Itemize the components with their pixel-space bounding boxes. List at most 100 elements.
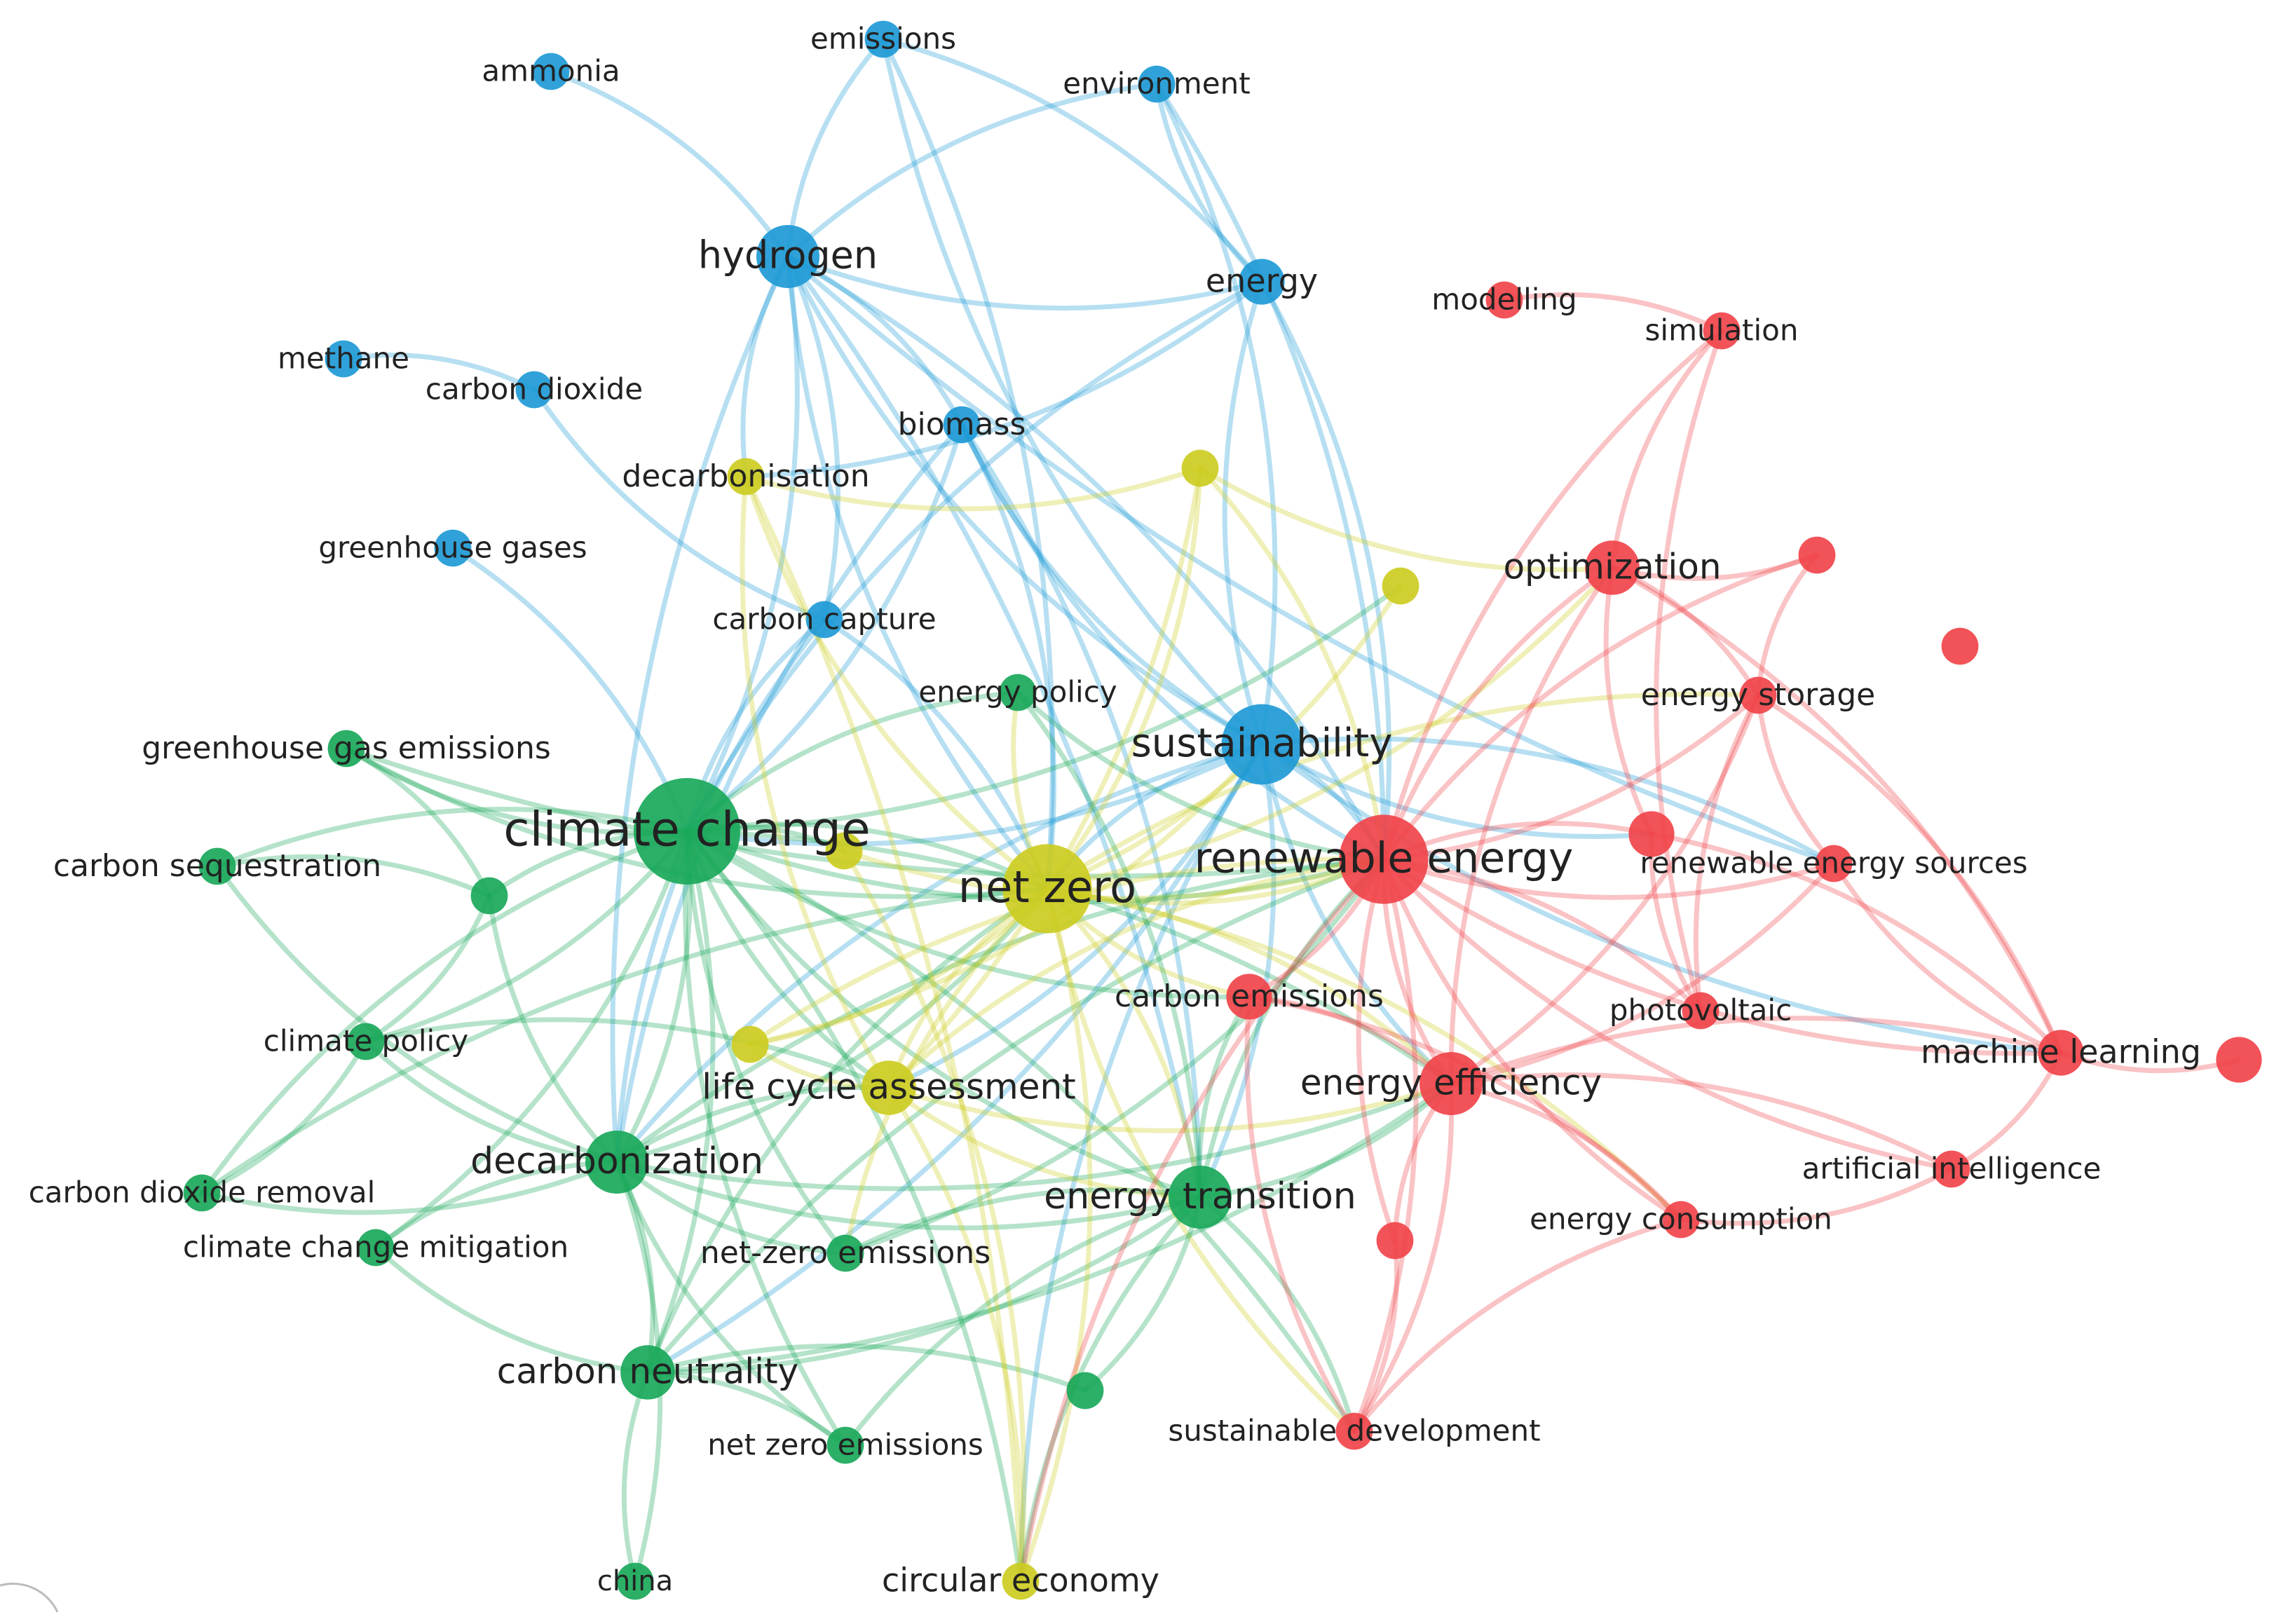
node-decarbonisation[interactable] [727, 458, 765, 496]
link-biomass-sustainability [959, 422, 1265, 747]
link-greenhouse_gases-climate_change [450, 545, 690, 834]
node-carbon-dioxide-removal[interactable] [183, 1174, 221, 1212]
node-carbon-capture[interactable] [805, 601, 843, 639]
node-u-yellow-3[interactable] [825, 832, 863, 870]
node-environment[interactable] [1138, 65, 1176, 103]
link-sustainability-energy_transition [1197, 742, 1276, 1200]
link-energy-renewable_energy [1259, 279, 1392, 862]
node-optimization[interactable] [1585, 540, 1640, 595]
link-modelling-simulation [1502, 292, 1724, 334]
node-u-red-5[interactable] [2216, 1037, 2262, 1083]
link-energy_transition-energy_efficiency [1197, 1081, 1454, 1200]
link-sustainability-carbon_neutrality [645, 742, 1265, 1375]
link-renewable_energy-u_red_1 [1381, 552, 1820, 862]
node-net-zero-emissions-hyphen[interactable] [826, 1234, 864, 1272]
link-climate_change-climate_change_mitigation [373, 828, 690, 1250]
link-optimization-u_red_1 [1609, 552, 1820, 581]
label-china: china [597, 1565, 673, 1597]
label-climate-change: climate change [503, 803, 870, 858]
node-china[interactable] [616, 1562, 654, 1600]
node-methane[interactable] [325, 340, 362, 378]
node-simulation[interactable] [1703, 312, 1741, 350]
link-life_cycle_assessment-energy_transition [886, 1085, 1203, 1200]
link-climate_change-u_yellow_2 [684, 583, 1403, 834]
label-carbon-dioxide: carbon dioxide [425, 372, 643, 407]
node-u-green-1[interactable] [470, 877, 508, 915]
node-hydrogen[interactable] [756, 225, 819, 288]
node-energy[interactable] [1239, 259, 1285, 305]
node-u-green-2[interactable] [1066, 1372, 1104, 1410]
node-climate-change[interactable] [634, 778, 740, 885]
node-climate-policy[interactable] [347, 1023, 385, 1060]
node-carbon-emissions[interactable] [1226, 974, 1272, 1020]
link-energy_transition-net_zero_emissions [843, 1194, 1203, 1448]
link-u_yellow_3-circular_economy [841, 848, 1027, 1584]
link-u_yellow_4-sustainability [747, 742, 1265, 1047]
link-carbon_sequestration-u_green_1 [215, 854, 492, 899]
link-life_cycle_assessment-energy_efficiency [886, 1081, 1454, 1133]
node-u-red-1[interactable] [1798, 536, 1836, 574]
node-renewable-energy[interactable] [1339, 814, 1429, 904]
link-renewable_energy-optimization [1381, 565, 1615, 862]
link-carbon_neutrality-net_zero [645, 886, 1050, 1375]
label-net-zero-emissions: net zero emissions [707, 1428, 983, 1462]
node-biomass[interactable] [943, 406, 981, 444]
link-carbon_neutrality-energy_transition [645, 1194, 1203, 1375]
node-net-zero-emissions[interactable] [826, 1426, 864, 1464]
node-u-red-2[interactable] [1941, 627, 1979, 665]
link-decarbonization-renewable_energy [614, 857, 1387, 1165]
node-circular-economy[interactable] [1002, 1562, 1040, 1600]
node-ammonia[interactable] [532, 53, 570, 90]
node-decarbonization[interactable] [585, 1131, 648, 1194]
node-energy-consumption[interactable] [1662, 1201, 1700, 1239]
link-environment-energy [1154, 81, 1265, 285]
node-carbon-dioxide[interactable] [515, 371, 553, 409]
link-sustainability-circular_economy [1018, 742, 1265, 1584]
link-sustainability-energy_efficiency [1259, 742, 1454, 1086]
node-u-yellow-2[interactable] [1382, 567, 1419, 605]
node-carbon-neutrality[interactable] [620, 1345, 675, 1400]
label-carbon-neutrality: carbon neutrality [497, 1351, 799, 1392]
node-u-red-3[interactable] [1628, 811, 1675, 857]
node-climate-change-mitigation[interactable] [357, 1229, 395, 1267]
node-greenhouse-gases[interactable] [434, 529, 472, 567]
node-sustainable-development[interactable] [1335, 1412, 1373, 1450]
link-climate_policy-decarbonization [363, 1039, 620, 1165]
node-energy-storage[interactable] [1739, 676, 1777, 714]
link-carbon_neutrality-energy_efficiency [645, 1081, 1454, 1375]
link-carbon_neutrality-u_green_2 [645, 1343, 1088, 1393]
link-carbon_capture-net_zero [822, 617, 1050, 892]
link-u_green_1-decarbonization [486, 893, 620, 1165]
link-energy_consumption-sustainable_development [1352, 1217, 1684, 1434]
link-u_red_3-photovoltaic [1649, 831, 1703, 1014]
node-artificial-intelligence[interactable] [1933, 1150, 1970, 1188]
link-renewable_energy-u_red_4 [1356, 857, 1398, 1243]
link-energy-decarbonisation [743, 279, 1265, 479]
node-u-yellow-1[interactable] [1181, 449, 1219, 487]
node-renewable-energy-sources[interactable] [1815, 845, 1853, 882]
node-photovoltaic[interactable] [1682, 992, 1720, 1030]
node-net-zero[interactable] [1002, 844, 1092, 934]
node-emissions[interactable] [864, 20, 902, 58]
node-u-red-4[interactable] [1376, 1222, 1414, 1260]
link-climate_change-net_zero_emissions_hyphen [684, 828, 848, 1256]
node-energy-efficiency[interactable] [1419, 1052, 1483, 1115]
link-climate_change-sustainable_development [684, 828, 1357, 1434]
link-net_zero-energy_transition [1044, 886, 1203, 1200]
node-u-yellow-4[interactable] [731, 1025, 769, 1063]
link-energy_transition-sustainable_development [1197, 1194, 1357, 1434]
node-energy-policy[interactable] [999, 674, 1037, 711]
label-carbon-dioxide-removal: carbon dioxide removal [29, 1175, 376, 1210]
label-greenhouse-gases: greenhouse gases [318, 531, 587, 565]
link-u_yellow_1-life_cycle_assessment [886, 465, 1203, 1091]
node-greenhouse-gas-emissions[interactable] [327, 730, 365, 767]
node-life-cycle-assessment[interactable] [862, 1060, 916, 1115]
label-biomass: biomass [898, 407, 1026, 442]
label-emissions: emissions [810, 22, 956, 56]
node-carbon-sequestration[interactable] [198, 847, 236, 885]
link-carbon_sequestration-decarbonization [215, 864, 620, 1165]
node-sustainability[interactable] [1221, 704, 1302, 785]
node-machine-learning[interactable] [2038, 1030, 2084, 1076]
node-energy-transition[interactable] [1169, 1166, 1232, 1229]
node-modelling[interactable] [1485, 281, 1523, 319]
